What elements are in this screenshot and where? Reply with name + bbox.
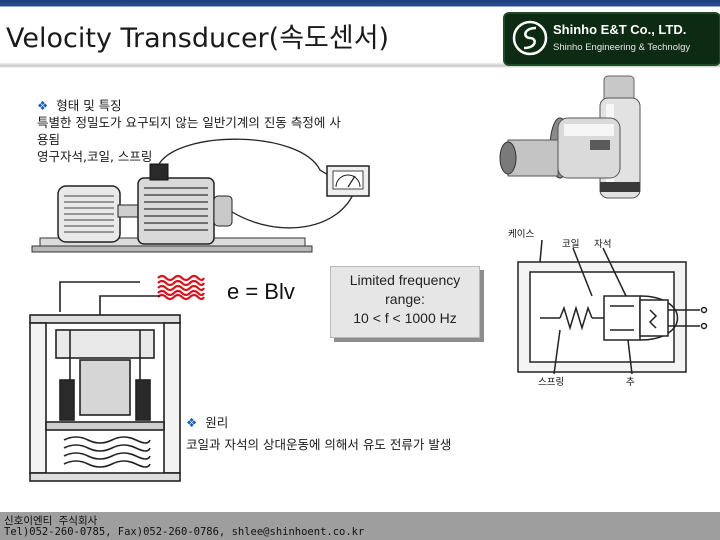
label-spring: 스프링 (538, 374, 564, 388)
footer-contact: Tel)052-260-0785, Fax)052-260-0786, shle… (4, 526, 364, 538)
motor-illustration (32, 139, 369, 252)
label-case: 케이스 (508, 226, 534, 240)
label-magnet: 자석 (594, 236, 611, 250)
label-coil: 코일 (562, 236, 579, 250)
label-weight: 추 (626, 374, 635, 388)
frequency-line-3: 10 < f < 1000 Hz (331, 309, 479, 328)
diamond-bullet-icon: ❖ (186, 415, 197, 430)
frequency-line-1: Limited frequency (331, 271, 479, 290)
footer-bar: 신호이엔티 주식회사 Tel)052-260-0785, Fax)052-260… (0, 512, 720, 540)
transducer-schematic (518, 240, 707, 374)
principle-heading: 원리 (205, 415, 228, 430)
frequency-line-2: range: (331, 290, 479, 309)
frequency-range-box: Limited frequency range: 10 < f < 1000 H… (330, 266, 480, 338)
coil-symbol (157, 276, 204, 299)
sensor-photo (500, 76, 640, 198)
sensor-cross-section (30, 282, 180, 481)
principle-section: ❖ 원리 코일과 자석의 상대운동에 의해서 유도 전류가 발생 (186, 412, 451, 456)
formula-text: e = Blv (227, 279, 295, 305)
principle-description: 코일과 자석의 상대운동에 의해서 유도 전류가 발생 (186, 434, 451, 456)
